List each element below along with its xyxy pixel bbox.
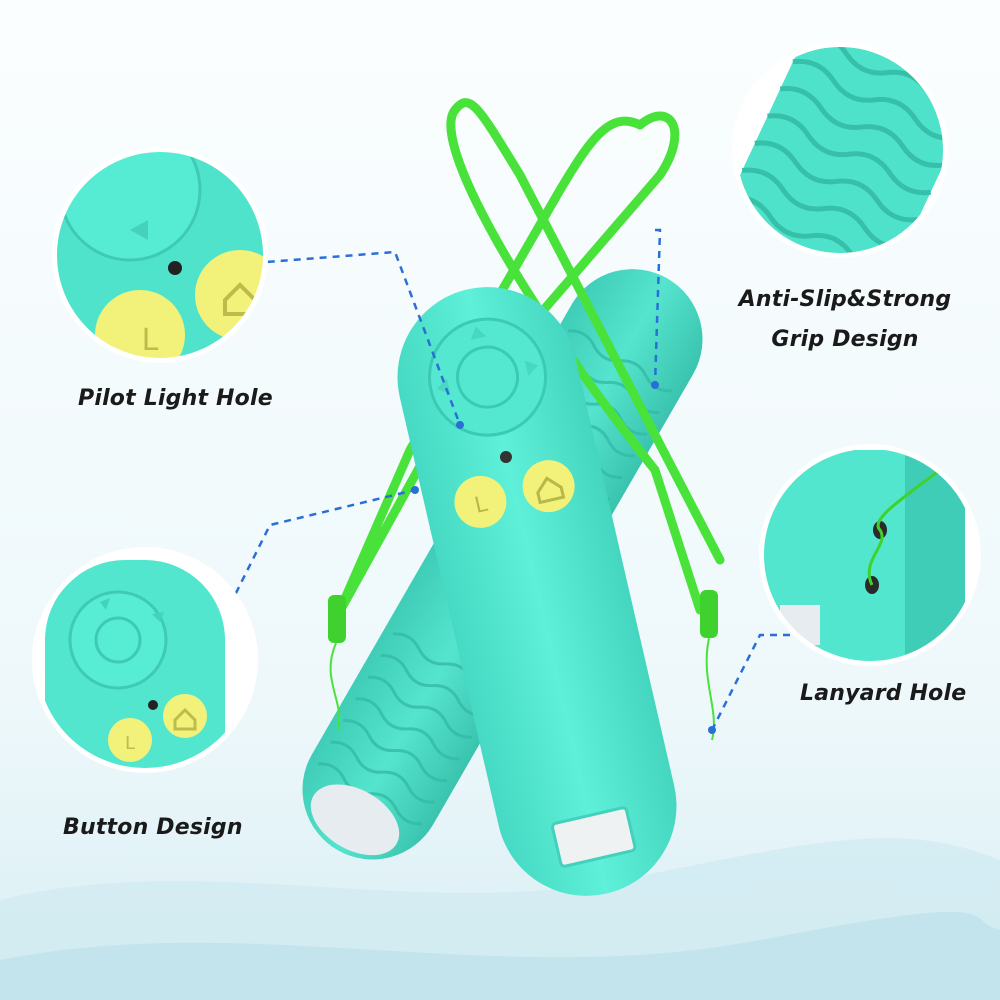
lanyard-string bbox=[329, 642, 341, 731]
home-button-icon bbox=[163, 694, 207, 738]
background-wave bbox=[0, 911, 1000, 1000]
front-remote-case: L bbox=[397, 287, 677, 896]
grip-design-label-line1: Anti-Slip&Strong bbox=[738, 287, 952, 312]
lanyard-stopper bbox=[700, 590, 718, 638]
dpad-icon bbox=[68, 590, 168, 690]
detail-button-design: L bbox=[32, 547, 258, 773]
home-button-icon bbox=[522, 460, 575, 513]
callout-dot bbox=[651, 381, 659, 389]
callout-dot bbox=[708, 726, 716, 734]
svg-text:L: L bbox=[142, 323, 159, 358]
callout-dot bbox=[411, 486, 419, 494]
lanyard bbox=[330, 98, 725, 625]
callout-dot bbox=[456, 421, 464, 429]
arrow-icon bbox=[130, 220, 148, 240]
detail-lanyard-hole bbox=[759, 444, 981, 666]
lanyard-hole-label: Lanyard Hole bbox=[800, 681, 967, 706]
grip-design-label: Anti-Slip&Strong Grip Design bbox=[739, 280, 952, 360]
detail-grip-design bbox=[732, 42, 948, 258]
svg-text:L: L bbox=[125, 733, 135, 754]
detail-pilot-light-hole: L bbox=[52, 147, 268, 363]
l-button-icon bbox=[454, 475, 507, 528]
grip-design-label-line2: Grip Design bbox=[771, 327, 919, 352]
button-design-label: Button Design bbox=[63, 815, 243, 840]
lanyard-stopper bbox=[328, 595, 346, 643]
pilot-light-hole-label: Pilot Light Hole bbox=[78, 386, 273, 411]
l-button-icon bbox=[108, 718, 152, 762]
